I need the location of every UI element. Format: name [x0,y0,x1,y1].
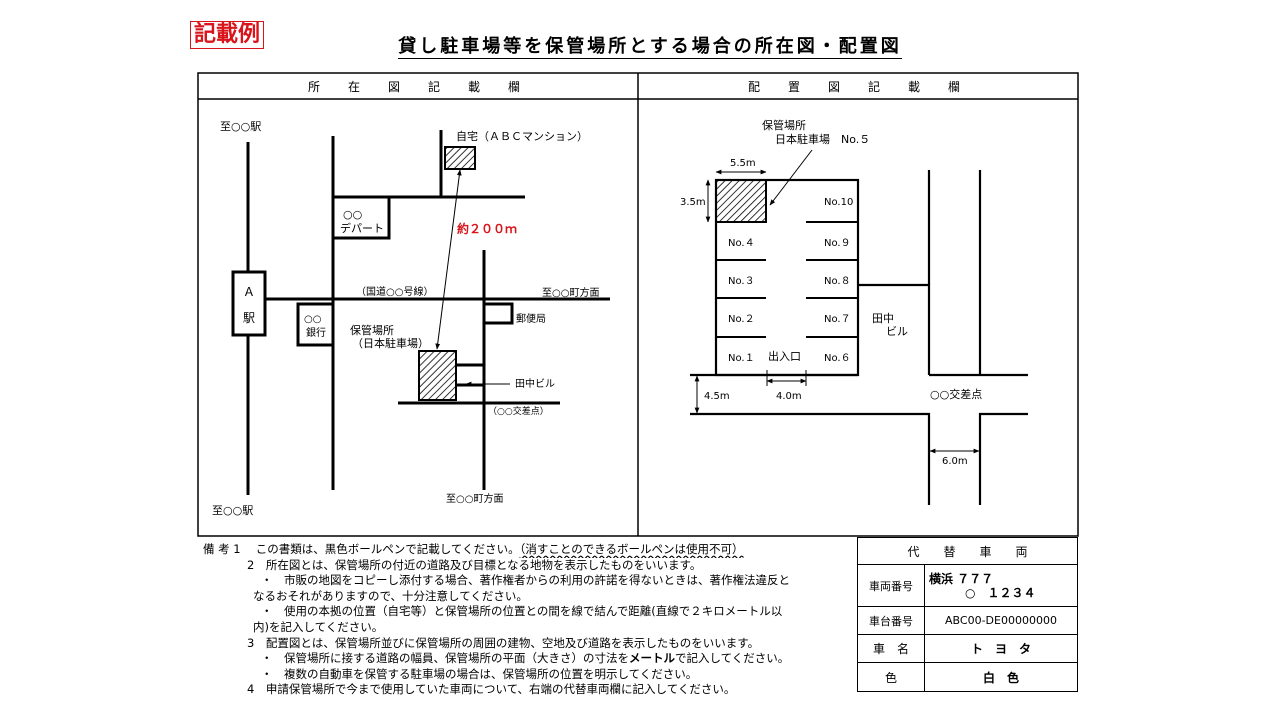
replacement-vehicle-table: 代 替 車 両 車両番号 横浜 ７７７ ○ １２３４ 車台番号 ABC00-DE… [857,537,1078,692]
station-box [231,270,267,337]
layout-map-header: 配 置 図 記 載 欄 [748,79,968,94]
home-hatch [444,146,476,170]
width-55-label: 5.5m [730,158,756,169]
distance-label: 約２００ｍ [457,221,517,236]
road-bottom-edge-right [978,412,1028,505]
department-label-1: ○○ [343,208,362,221]
road-60-label: 6.0m [942,456,968,467]
slot-label: No.２ [728,314,755,325]
to-town-right-label: 至○○町方面 [542,286,599,299]
post-office-building [484,302,514,325]
location-map-header: 所 在 図 記 載 欄 [308,79,528,94]
chassis-label: 車台番号 [857,606,925,635]
slot-label: No.８ [824,276,851,287]
tanaka-label-1: 田中 [872,312,894,325]
slot-label: No.９ [824,238,851,249]
road-bottom-edge-left [690,412,931,505]
note-1-text: 備 考 1 この書類は、黒色ボールペンで記載してください。 [203,542,520,556]
slot-label: No.10 [824,197,853,208]
department-building [333,195,391,240]
to-town-bottom-label: 至○○町方面 [446,492,503,505]
storage-label-1: 保管場所 [762,118,806,132]
note-4: 4 申請保管場所で今まで使用していた車両について、右端の代替車両欄に記入してくだ… [247,682,736,697]
note-2a-line2: なるおそれがありますので、十分注意してください。 [253,588,528,603]
slot-label: No.３ [728,276,755,287]
example-badge: 記載例 [190,21,265,49]
distance-line [435,169,462,350]
tanaka-building-label: 田中ビル [515,377,555,390]
home-label: 自宅（ＡＢＣマンション） [456,129,588,143]
slot-label: No.７ [824,314,851,325]
tanaka-building-outline [456,363,486,387]
note-3a: ・ 保管場所に接する道路の幅員、保管場所の平面（大きさ）の寸法をメートルで記入し… [203,651,855,667]
location-map [231,130,610,495]
document-title-text: 貸し駐車場等を保管場所とする場合の所在図・配置図 [398,36,902,59]
plate-value-cell: 横浜 ７７７ ○ １２３４ [924,564,1078,607]
note-1-warning: （消すことのできるボールペンは使用不可） [519,542,744,556]
road-45-label: 4.5m [704,391,730,402]
station-eki-label: 駅 [243,311,255,325]
route-label: （国道○○号線） [356,285,433,298]
storage-pointer [769,149,813,206]
storage-label-1: 保管場所 [350,323,394,337]
notes-section: 備 考 1 この書類は、黒色ボールペンで記載してください。（消すことのできるボー… [203,542,855,698]
department-label-2: デパート [340,221,384,235]
color-value: 白 色 [924,662,1078,692]
slot-label: No.４ [728,238,755,249]
document-title: 貸し駐車場等を保管場所とする場合の所在図・配置図 [340,32,960,59]
bank-label-2: 銀行 [306,326,326,339]
note-3a-text: ・ 保管場所に接する道路の幅員、保管場所の平面（大きさ）の寸法を [261,651,629,666]
to-station-top-label: 至○○駅 [220,120,261,133]
note-3a-suffix: で記入してください。 [675,651,790,666]
vehicle-table-header: 代 替 車 両 [857,537,1078,565]
slot-label: No.６ [824,353,851,364]
depth-35-label: 3.5m [680,197,706,208]
bank-label-1: ○○ [304,314,321,325]
layout-map-labels: 保管場所 日本駐車場 No.５ 5.5m 3.5m 4.5m 4.0m 6.0m… [680,118,982,467]
entrance-label: 出入口 [768,349,801,363]
station-a-label: Ａ [243,285,255,299]
chassis-value: ABC00-DE00000000 [924,606,1078,635]
note-1: 備 考 1 この書類は、黒色ボールペンで記載してください。（消すことのできるボー… [203,542,855,558]
bank-building [296,302,333,347]
name-label: 車 名 [857,634,925,663]
storage-label-2: （日本駐車場） [352,336,429,350]
storage-hatch [418,350,457,401]
dimension-lines [694,149,980,454]
to-station-bottom-label: 至○○駅 [212,504,253,517]
intersection-label: （○○交差点） [488,405,549,417]
plate-value-line1: 横浜 ７７７ [929,571,994,586]
note-2a-line1: ・ 市販の地図をコピーし添付する場合、著作権者からの利用の許諾を得ないときは、著… [261,573,790,588]
name-value: ト ヨ タ [924,634,1078,663]
post-office-label: 郵便局 [516,312,546,325]
note-3a-emphasis: メートル [629,651,675,666]
slot-label: No.１ [728,353,755,364]
note-3b: ・ 複数の自動車を保管する駐車場の場合は、保管場所の位置を明示してください。 [261,666,698,681]
storage-label-2: 日本駐車場 No.５ [775,132,870,146]
storage-slot-hatch [715,179,767,223]
note-2b-line2: 内)を記入してください。 [253,619,384,634]
plate-label: 車両番号 [857,564,925,607]
color-label: 色 [857,662,925,692]
note-3: 3 配置図とは、保管場所並びに保管場所の周囲の建物、空地及び道路を表示したものを… [247,635,760,650]
intersection-label: ○○交差点 [930,387,982,401]
plate-value-line2: ○ １２３４ [965,585,1036,600]
note-2b-line1: ・ 使用の本拠の位置（自宅等）と保管場所の位置との間を線で結んで距離(直線で２キ… [261,604,783,619]
note-2: 2 所在図とは、保管場所の付近の道路及び目標となる地物を表示したものをいいます。 [247,557,702,572]
tanaka-label-2: ビル [886,325,908,338]
exit-40-label: 4.0m [776,391,802,402]
location-map-labels: 至○○駅 至○○駅 自宅（ＡＢＣマンション） ○○ デパート 約２００ｍ Ａ 駅… [212,120,599,517]
